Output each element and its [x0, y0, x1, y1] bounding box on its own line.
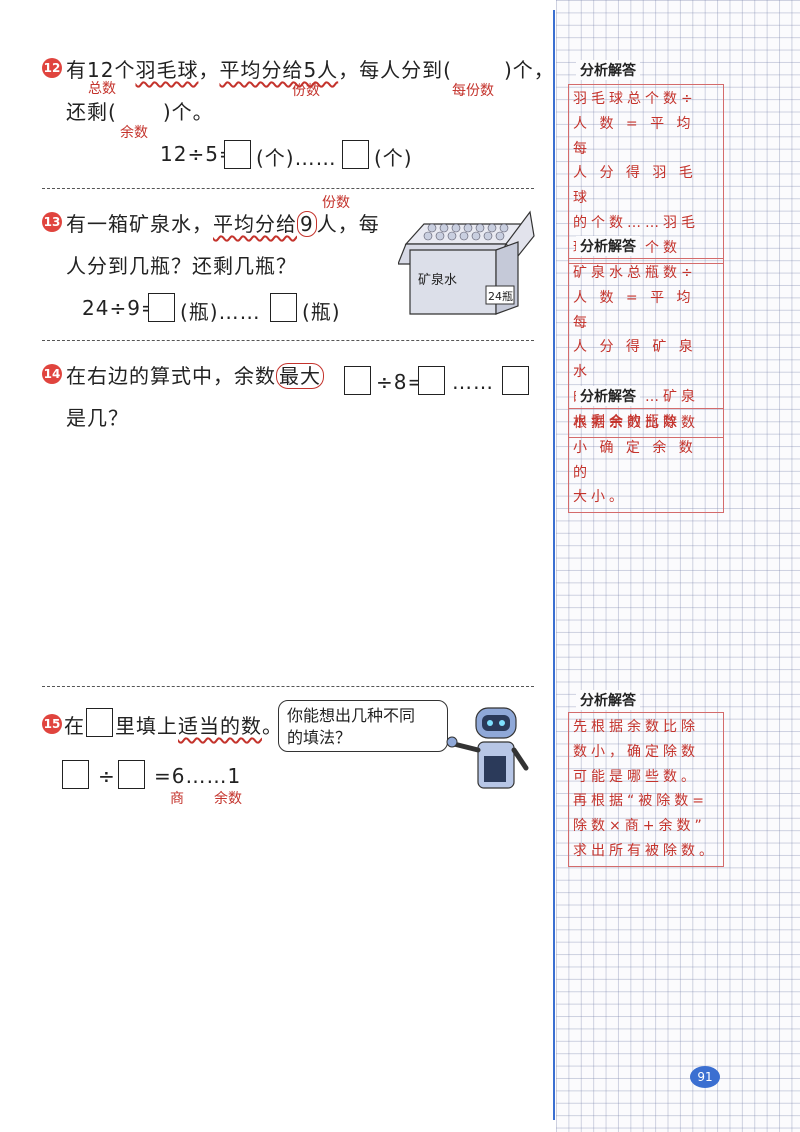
answer-box[interactable] [86, 708, 113, 737]
answer-box[interactable] [502, 366, 529, 395]
annotation-quotient: 商 [170, 791, 184, 807]
q14-eq-dots: …… [452, 370, 494, 394]
box-tag: 24瓶 [488, 289, 513, 303]
q13-eq-unit2: (瓶) [302, 300, 341, 324]
divider [42, 188, 534, 189]
q14-eq-mid: ÷8= [376, 370, 426, 394]
answer-box[interactable] [62, 760, 89, 789]
q15-eq-right: =6……1 [154, 764, 242, 788]
analysis-heading: 分析解答 [576, 60, 640, 80]
q12-eq-left: 12÷5= [160, 142, 237, 166]
question-number-13: 13 [42, 212, 62, 232]
divider [42, 340, 534, 341]
water-box-illustration: 矿泉水 24瓶 [398, 210, 535, 315]
q13-eq-unit1: (瓶)…… [180, 300, 261, 324]
q15-eq-div: ÷ [98, 764, 116, 788]
q14-line1: 在右边的算式中，余数最大 [66, 360, 324, 389]
question-number-15: 15 [42, 714, 62, 734]
analysis-heading: 分析解答 [576, 236, 640, 256]
exercise-area: 12 有12个羽毛球，平均分给5人，每人分到()个， 总数 份数 每份数 还剩(… [42, 58, 554, 807]
q12-line1: 有12个羽毛球，平均分给5人，每人分到()个， [66, 58, 555, 82]
annotation-each: 每份数 [452, 83, 494, 99]
divider [42, 686, 534, 687]
answer-box[interactable] [344, 366, 371, 395]
analysis-sidebar [556, 0, 800, 1132]
q12-eq-unit2: (个) [374, 146, 413, 170]
analysis-heading: 分析解答 [576, 386, 640, 406]
q13-eq-left: 24÷9= [82, 296, 159, 320]
annotation-total: 总数 [88, 81, 116, 97]
box-label: 矿泉水 [418, 272, 457, 288]
robot-illustration [446, 707, 529, 789]
annotation-parts: 份数 [292, 83, 320, 99]
q13-line2: 人分到几瓶？还剩几瓶？ [66, 254, 297, 278]
sidebar-divider [553, 10, 555, 1120]
q15-line1: 在里填上适当的数。 [64, 714, 283, 738]
answer-box[interactable] [342, 140, 369, 169]
q12-eq-unit1: (个)…… [256, 146, 337, 170]
analysis-note-14: 根据余数比除数 小 确 定 余 数 的 大小。 [568, 408, 724, 514]
question-number-14: 14 [42, 364, 62, 384]
annotation-remainder: 余数 [120, 125, 148, 141]
annotation-parts: 份数 [322, 195, 350, 211]
answer-box[interactable] [224, 140, 251, 169]
answer-box[interactable] [418, 366, 445, 395]
analysis-heading: 分析解答 [576, 690, 640, 710]
analysis-note-15: 先根据余数比除 数小，确定除数 可能是哪些数。 再根据“被除数= 除数×商+余数… [568, 712, 724, 867]
answer-box[interactable] [118, 760, 145, 789]
question-number-12: 12 [42, 58, 62, 78]
answer-box[interactable] [148, 293, 175, 322]
answer-box[interactable] [270, 293, 297, 322]
speech-bubble: 你能想出几种不同 的填法？ [278, 700, 448, 752]
page-number: 91 [690, 1066, 720, 1088]
q14-line2: 是几？ [66, 406, 129, 430]
q12-line2: 还剩()个。 [66, 100, 214, 124]
annotation-remainder: 余数 [214, 791, 242, 807]
